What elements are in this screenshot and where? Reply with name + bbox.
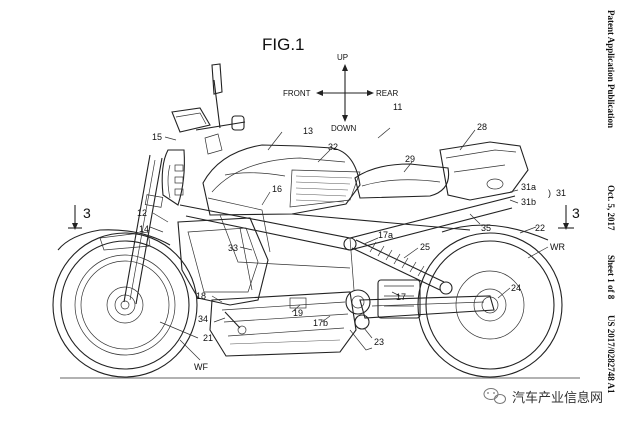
handlebar-assembly: [171, 63, 246, 155]
section-label-left: 3: [83, 205, 91, 221]
swingarm: [359, 295, 495, 319]
wechat-icon: [483, 388, 506, 404]
ref-17: 17: [396, 292, 406, 302]
watermark-text: 汽车产业信息网: [512, 390, 603, 406]
direction-compass: UP DOWN FRONT REAR: [283, 53, 398, 133]
ref-21: 21: [203, 333, 213, 343]
seat: [354, 163, 450, 199]
ref-16: 16: [272, 184, 282, 194]
watermark: 汽车产业信息网: [483, 388, 603, 406]
section-label-right: 3: [572, 205, 580, 221]
ref-17a: 17a: [378, 230, 393, 240]
ref-12: 12: [137, 208, 147, 218]
ref-15: 15: [152, 132, 162, 142]
ref-19: 19: [293, 308, 303, 318]
front-fork: [123, 154, 164, 305]
ref-WF: WF: [194, 362, 208, 372]
ref-11: 11: [393, 102, 402, 112]
header-sheet: Sheet 1 of 8: [606, 255, 616, 300]
side-cover: [177, 217, 269, 306]
battery-case: [209, 291, 357, 357]
ref-22: 22: [535, 223, 545, 233]
ref-33: 33: [228, 243, 238, 253]
ref-29: 29: [405, 154, 415, 164]
ref-28: 28: [477, 122, 487, 132]
ref-35: 35: [481, 223, 491, 233]
headlight-cowl: [161, 149, 185, 206]
rear-shock: [343, 237, 453, 295]
header-number: US 2017/0282748 A1: [606, 315, 616, 394]
ref-31b: 31b: [521, 197, 536, 207]
section-marker-right: 3: [558, 205, 580, 230]
ref-32: 32: [328, 142, 338, 152]
leader-lines: [149, 127, 549, 361]
ref-23: 23: [374, 337, 384, 347]
figure-title: FIG.1: [262, 35, 305, 54]
reference-numerals: 11 12 13 14 15 16 17 17a 17b 18 19 21 22…: [137, 102, 566, 372]
tank-cover: [202, 144, 361, 216]
header-publication: Patent Application Publication: [606, 10, 616, 128]
ref-25: 25: [420, 242, 430, 252]
rear-cowl: [439, 141, 529, 201]
ref-31: 31: [556, 188, 566, 198]
front-wheel: [52, 229, 198, 378]
footpeg-stand: [224, 311, 373, 351]
header-date: Oct. 5, 2017: [606, 185, 616, 231]
direction-up: UP: [337, 53, 348, 62]
patent-header: Patent Application Publication Oct. 5, 2…: [606, 10, 616, 394]
ref-18: 18: [196, 291, 206, 301]
rear-wheel: [417, 224, 563, 378]
ref-24: 24: [511, 283, 521, 293]
front-fender-bracket: [99, 231, 151, 251]
ref-13: 13: [303, 126, 313, 136]
direction-down: DOWN: [331, 124, 357, 133]
ref-31a: 31a: [521, 182, 536, 192]
direction-rear: REAR: [376, 89, 398, 98]
direction-front: FRONT: [283, 89, 311, 98]
ref-17b: 17b: [313, 318, 328, 328]
ref-34: 34: [198, 314, 208, 324]
ref-14: 14: [139, 224, 149, 234]
svg-text:): ): [548, 188, 551, 198]
section-marker-left: 3: [68, 205, 91, 230]
ref-WR: WR: [550, 242, 565, 252]
